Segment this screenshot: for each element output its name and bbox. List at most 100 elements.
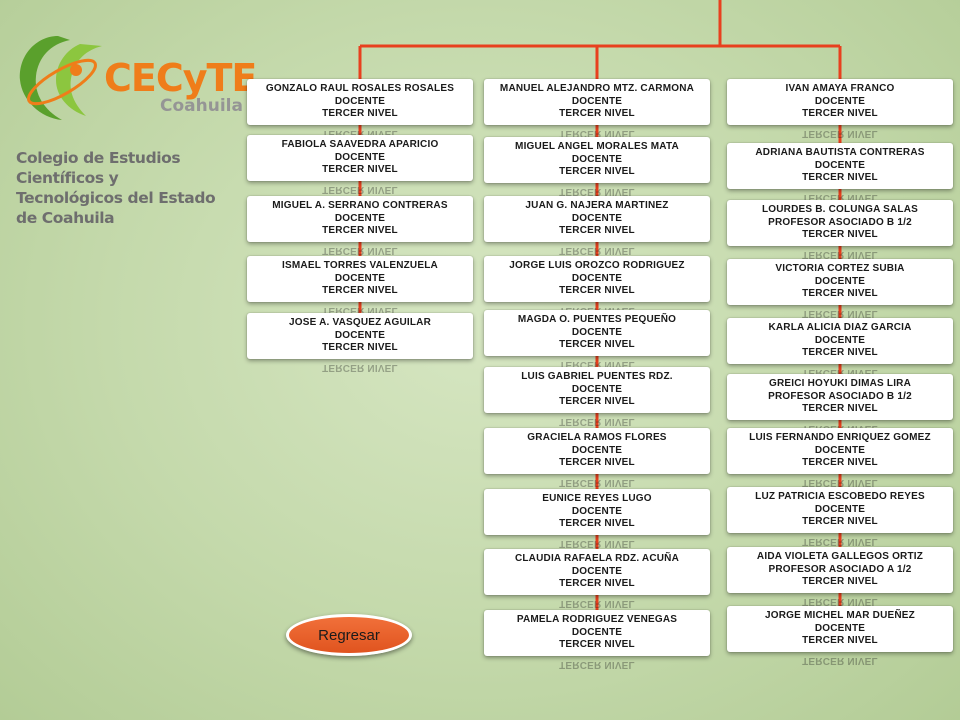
card-role: DOCENTE bbox=[571, 95, 623, 107]
card-level: TERCER NIVEL bbox=[802, 288, 878, 300]
card-role: DOCENTE bbox=[571, 212, 623, 224]
card-name: JORGE LUIS OROZCO RODRIGUEZ bbox=[509, 260, 685, 272]
card-name: JUAN G. NAJERA MARTINEZ bbox=[525, 200, 669, 212]
card-level: TERCER NIVEL bbox=[559, 578, 635, 590]
brand-region: Coahuila bbox=[160, 96, 243, 116]
card-name: MIGUEL A. SERRANO CONTRERAS bbox=[272, 200, 448, 212]
card-name: MANUEL ALEJANDRO MTZ. CARMONA bbox=[499, 83, 695, 95]
card-level: TERCER NIVEL bbox=[802, 403, 878, 415]
brand-header: CECyTE Coahuila Colegio de Estudios Cien… bbox=[10, 30, 257, 227]
card-name: VICTORIA CORTEZ SUBIA bbox=[775, 263, 905, 275]
card-name: PAMELA RODRIGUEZ VENEGAS bbox=[516, 614, 678, 626]
card-role: DOCENTE bbox=[814, 503, 866, 515]
brand-full-name: Colegio de Estudios Científicos y Tecnol… bbox=[16, 148, 241, 228]
card-role: DOCENTE bbox=[571, 565, 623, 577]
card-level: TERCER NIVEL bbox=[802, 229, 878, 241]
card-level: TERCER NIVEL bbox=[802, 108, 878, 120]
card-role: DOCENTE bbox=[334, 272, 386, 284]
card-level: TERCER NIVEL bbox=[559, 225, 635, 237]
card-level: TERCER NIVEL bbox=[559, 518, 635, 530]
card-name: KARLA ALICIA DIAZ GARCIA bbox=[768, 322, 912, 334]
card-name: JORGE MICHEL MAR DUEÑEZ bbox=[765, 610, 915, 622]
card-name: MAGDA O. PUENTES PEQUEÑO bbox=[517, 314, 677, 326]
card-role: PROFESOR ASOCIADO B 1/2 bbox=[768, 216, 912, 228]
card-role: DOCENTE bbox=[334, 95, 386, 107]
card-level: TERCER NIVEL bbox=[559, 108, 635, 120]
card-name: ADRIANA BAUTISTA CONTRERAS bbox=[755, 147, 925, 159]
card-role: DOCENTE bbox=[571, 444, 623, 456]
card-level: TERCER NIVEL bbox=[802, 516, 878, 528]
back-button[interactable]: Regresar bbox=[286, 614, 412, 656]
card-level: TERCER NIVEL bbox=[322, 164, 398, 176]
card-name: LUIS GABRIEL PUENTES RDZ. bbox=[521, 371, 673, 383]
card-name: CLAUDIA RAFAELA RDZ. ACUÑA bbox=[514, 553, 680, 565]
card-role: DOCENTE bbox=[334, 329, 386, 341]
card-role: DOCENTE bbox=[334, 212, 386, 224]
card-level: TERCER NIVEL bbox=[802, 172, 878, 184]
card-level: TERCER NIVEL bbox=[322, 342, 398, 354]
card-name: ISMAEL TORRES VALENZUELA bbox=[282, 260, 438, 272]
card-level: TERCER NIVEL bbox=[802, 635, 878, 647]
card-role: DOCENTE bbox=[571, 383, 623, 395]
card-role: PROFESOR ASOCIADO A 1/2 bbox=[768, 563, 912, 575]
brand-full-name-line1: Colegio de Estudios Científicos y bbox=[16, 149, 181, 187]
brand-full-name-line2: Tecnológicos del Estado de Coahuila bbox=[16, 189, 216, 227]
card-level: TERCER NIVEL bbox=[559, 396, 635, 408]
card-role: DOCENTE bbox=[571, 326, 623, 338]
card-role: DOCENTE bbox=[814, 95, 866, 107]
card-role: DOCENTE bbox=[571, 505, 623, 517]
card-level: TERCER NIVEL bbox=[559, 339, 635, 351]
card-name: EUNICE REYES LUGO bbox=[542, 493, 652, 505]
card-name: GONZALO RAUL ROSALES ROSALES bbox=[265, 83, 455, 95]
card-name: GRACIELA RAMOS FLORES bbox=[527, 432, 667, 444]
card-level: TERCER NIVEL bbox=[322, 285, 398, 297]
card-role: DOCENTE bbox=[814, 444, 866, 456]
card-name: GREICI HOYUKI DIMAS LIRA bbox=[768, 378, 912, 390]
card-name: LOURDES B. COLUNGA SALAS bbox=[761, 204, 919, 216]
card-name: FABIOLA SAAVEDRA APARICIO bbox=[281, 139, 439, 151]
card-name: LUZ PATRICIA ESCOBEDO REYES bbox=[755, 491, 925, 503]
card-level: TERCER NIVEL bbox=[802, 347, 878, 359]
card-level: TERCER NIVEL bbox=[559, 457, 635, 469]
card-level: TERCER NIVEL bbox=[802, 576, 878, 588]
card-level: TERCER NIVEL bbox=[322, 108, 398, 120]
card-level: TERCER NIVEL bbox=[322, 225, 398, 237]
card-level: TERCER NIVEL bbox=[559, 285, 635, 297]
card-role: DOCENTE bbox=[814, 275, 866, 287]
card-role: DOCENTE bbox=[814, 622, 866, 634]
card-level: TERCER NIVEL bbox=[802, 457, 878, 469]
card-name: AIDA VIOLETA GALLEGOS ORTIZ bbox=[756, 551, 924, 563]
card-name: MIGUEL ANGEL MORALES MATA bbox=[515, 141, 679, 153]
brand-name: CECyTE bbox=[104, 56, 257, 100]
card-role: DOCENTE bbox=[571, 626, 623, 638]
card-level: TERCER NIVEL bbox=[559, 639, 635, 651]
card-role: PROFESOR ASOCIADO B 1/2 bbox=[768, 390, 912, 402]
card-name: LUIS FERNANDO ENRIQUEZ GOMEZ bbox=[749, 432, 931, 444]
card-name: JOSE A. VASQUEZ AGUILAR bbox=[288, 317, 432, 329]
card-role: DOCENTE bbox=[814, 159, 866, 171]
card-role: DOCENTE bbox=[571, 272, 623, 284]
